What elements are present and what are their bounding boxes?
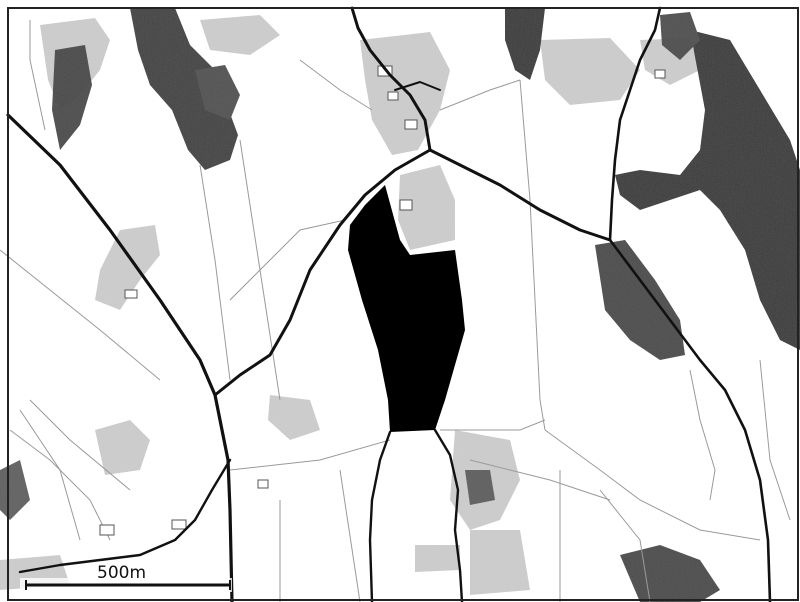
building <box>404 119 418 130</box>
building <box>171 519 187 530</box>
forest-areas <box>0 8 800 602</box>
meadow-patch <box>415 545 460 572</box>
building <box>99 524 115 536</box>
parcel-line <box>599 489 651 602</box>
forest-patch <box>465 470 495 505</box>
parcel-line <box>29 399 131 491</box>
main-road <box>608 6 662 242</box>
parcel-line <box>199 164 231 381</box>
secondary-road <box>394 81 441 91</box>
parcel-line <box>519 79 546 431</box>
meadow-patch <box>360 32 450 155</box>
parcel-line <box>469 459 611 501</box>
parcel-line <box>29 20 46 131</box>
main-road <box>6 113 234 602</box>
secondary-road <box>368 430 392 602</box>
parcel-line <box>299 59 373 111</box>
forest-patch <box>505 8 545 80</box>
forest-patch <box>52 45 92 150</box>
parcel-line <box>759 359 791 521</box>
parcel-boundaries <box>0 20 791 602</box>
map-frame <box>7 7 799 601</box>
forest-patch <box>660 12 700 60</box>
meadow-patch <box>540 38 640 105</box>
main-road <box>428 148 612 242</box>
parcel-line <box>9 429 111 541</box>
building <box>124 289 138 299</box>
parcel-line <box>439 79 521 111</box>
secondary-road <box>433 428 464 602</box>
parcel-line <box>440 419 546 431</box>
parcel-line <box>19 409 81 541</box>
meadow-patch <box>95 420 150 475</box>
meadow-patch <box>398 165 455 250</box>
building <box>387 91 399 101</box>
highlighted-parcel[interactable] <box>348 185 465 432</box>
forest-patch <box>130 8 238 170</box>
building <box>399 199 413 211</box>
parcel-line <box>0 249 161 381</box>
scale-bar <box>20 578 232 592</box>
parcel-line <box>544 429 761 541</box>
scale-bar-label: 500m <box>97 563 147 583</box>
forest-patch <box>595 240 685 360</box>
meadow-patch <box>470 530 530 595</box>
main-road <box>608 238 772 602</box>
building <box>654 69 666 79</box>
building <box>257 479 269 489</box>
parcel-line <box>339 469 361 602</box>
secondary-road <box>18 458 232 574</box>
parcel-line <box>229 439 391 471</box>
meadow-patch <box>268 395 320 440</box>
parcel-line <box>689 369 716 501</box>
forest-patch <box>195 65 240 120</box>
forest-patch <box>620 545 720 602</box>
meadow-patch <box>95 225 160 310</box>
main-road <box>213 148 432 397</box>
roads <box>6 6 772 602</box>
main-road <box>350 6 432 152</box>
meadow-patch <box>200 15 280 55</box>
forest-patch <box>615 30 800 350</box>
parcel-line <box>229 219 346 301</box>
